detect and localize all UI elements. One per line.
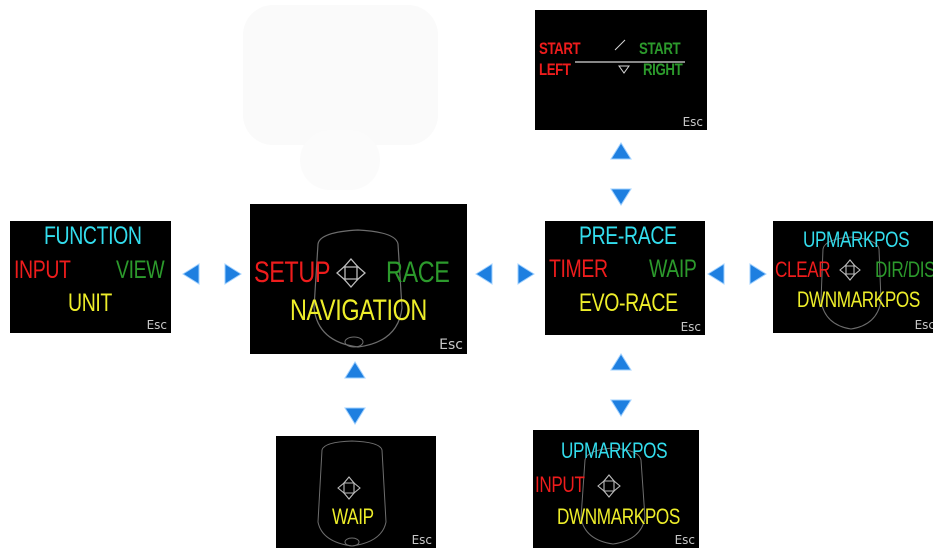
esc-label[interactable]: Esc (914, 318, 933, 332)
timer-label: TIMER (549, 255, 608, 283)
pre-race-label: PRE-RACE (579, 222, 677, 250)
device-outline (820, 236, 882, 330)
race-screen[interactable]: PRE-RACE TIMER WAIP EVO-RACE Esc (545, 221, 705, 335)
dwnmarkpos-label: DWNMARKPOS (797, 287, 920, 312)
dpad-icon (337, 476, 361, 500)
clear-label: CLEAR (775, 257, 831, 282)
start-left-top: START (539, 39, 581, 58)
double-arrow-icon (610, 353, 632, 417)
navigation-label: NAVIGATION (290, 294, 427, 327)
mark-screen[interactable]: UPMARKPOS CLEAR DIR/DIST DWNMARKPOS Esc (773, 221, 933, 333)
dir-dist-label: DIR/DIST (875, 257, 933, 282)
function-title: FUNCTION (44, 222, 142, 250)
double-arrow-icon (707, 263, 767, 285)
esc-label[interactable]: Esc (682, 115, 703, 129)
double-arrow-icon (344, 361, 366, 425)
function-screen[interactable]: FUNCTION INPUT VIEW UNIT Esc (10, 221, 171, 333)
main-screen[interactable]: SETUP RACE NAVIGATION Esc (250, 204, 467, 354)
unit-label: UNIT (68, 289, 112, 317)
view-label: VIEW (116, 256, 165, 284)
start-line-diagram (575, 39, 685, 74)
start-left-bottom: LEFT (539, 60, 571, 79)
esc-label[interactable]: Esc (411, 533, 432, 547)
esc-label[interactable]: Esc (439, 337, 463, 353)
input-label: INPUT (14, 256, 71, 284)
start-line-screen[interactable]: START LEFT START RIGHT Esc (535, 10, 707, 130)
dwnmarkpos-label: DWNMARKPOS (557, 504, 680, 529)
esc-label[interactable]: Esc (680, 320, 701, 334)
input-screen[interactable]: UPMARKPOS INPUT DWNMARKPOS Esc (533, 430, 699, 548)
setup-label: SETUP (254, 256, 331, 289)
dpad-icon (336, 258, 366, 288)
upmarkpos-label: UPMARKPOS (803, 227, 910, 252)
waip-label: WAIP (649, 255, 697, 283)
waip-screen[interactable]: WAIP Esc (276, 436, 436, 548)
race-label: RACE (386, 256, 450, 289)
double-arrow-icon (475, 263, 535, 285)
input-label: INPUT (535, 472, 585, 497)
double-arrow-icon (610, 142, 632, 206)
start-right-top: START (639, 39, 681, 58)
blank-area (243, 5, 438, 145)
evo-race-label: EVO-RACE (579, 289, 678, 317)
esc-label[interactable]: Esc (146, 318, 167, 332)
waip-label: WAIP (332, 504, 374, 529)
blank-area-tail (300, 130, 380, 190)
device-outline (580, 447, 646, 545)
double-arrow-icon (182, 263, 242, 285)
upmarkpos-label: UPMARKPOS (561, 438, 668, 463)
dpad-icon (839, 259, 861, 281)
start-right-bottom: RIGHT (643, 60, 683, 79)
esc-label[interactable]: Esc (674, 533, 695, 547)
device-outline (313, 229, 403, 348)
device-outline (317, 440, 387, 547)
dpad-icon (597, 474, 621, 498)
